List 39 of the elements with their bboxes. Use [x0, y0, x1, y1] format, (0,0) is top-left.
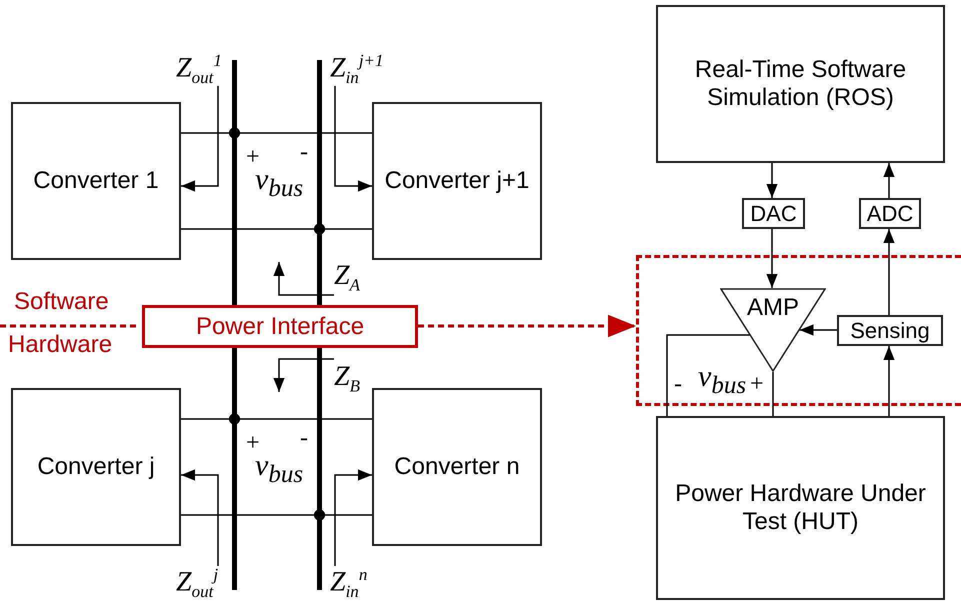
leader-arrow	[334, 86, 372, 192]
connector-line	[666, 334, 750, 416]
region-label: Hardware	[8, 333, 112, 357]
converter-box: Converter j+1	[372, 102, 542, 260]
bus-connection	[229, 414, 372, 424]
polarity-sign: -	[300, 140, 308, 164]
converter-box: DAC	[742, 198, 805, 229]
arrow	[418, 314, 636, 338]
converter-box: ADC	[859, 198, 921, 229]
polarity-sign: -	[300, 426, 308, 450]
hardware-region	[636, 255, 961, 406]
arrow	[800, 324, 837, 336]
hardware-box: Power Hardware Under Test (HUT)	[656, 416, 945, 600]
polarity-sign: -	[674, 372, 682, 396]
impedance-label: Z$_{A}$	[334, 262, 360, 294]
leader-arrow	[273, 262, 334, 296]
bus-connection	[314, 224, 372, 234]
leader-arrow	[273, 358, 334, 392]
leader-arrow	[181, 86, 219, 192]
converter-box: Converter n	[372, 388, 542, 546]
sensing-box: Sensing	[837, 315, 943, 346]
interface-box: Power Interface	[142, 305, 418, 348]
impedance-label: Z$_{B}$	[334, 363, 360, 395]
simulation-box: Real-Time Software Simulation (ROS)	[656, 5, 945, 163]
arrow	[883, 346, 895, 416]
arrow	[766, 163, 778, 198]
amplifier-triangle: AMP	[720, 288, 826, 372]
arrow	[883, 163, 895, 198]
polarity-sign: +	[750, 372, 764, 396]
bus-connection	[314, 510, 372, 520]
connector-line	[772, 372, 774, 416]
region-label: Software	[14, 290, 109, 314]
leader-arrow	[181, 469, 219, 566]
arrow	[883, 229, 895, 315]
arrow	[766, 229, 778, 288]
bus-connection	[229, 128, 372, 138]
leader-arrow	[334, 469, 372, 566]
converter-box: Converter j	[11, 388, 181, 546]
converter-box: Converter 1	[11, 102, 181, 260]
